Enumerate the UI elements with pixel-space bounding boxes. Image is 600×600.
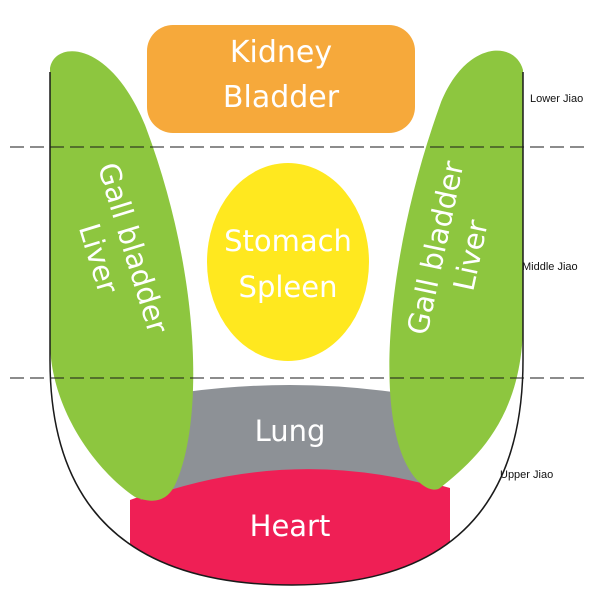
stomach-spleen-region	[207, 163, 369, 361]
bladder-label: Bladder	[223, 80, 340, 115]
left-gallbladder-liver-region	[50, 51, 194, 501]
kidney-label: Kidney	[230, 35, 332, 70]
stomach-label: Stomach	[224, 224, 352, 258]
middle-jiao-label: Middle Jiao	[522, 261, 578, 273]
tongue-outline	[49, 72, 524, 586]
upper-jiao-label: Upper Jiao	[500, 469, 553, 481]
lung-region	[140, 385, 440, 500]
kidney-bladder-region	[147, 25, 415, 133]
right-gallbladder-liver-region	[389, 50, 523, 490]
lung-label: Lung	[255, 414, 326, 448]
heart-region	[130, 466, 450, 585]
lower-jiao-label: Lower Jiao	[530, 93, 583, 105]
spleen-label: Spleen	[239, 270, 338, 304]
heart-label: Heart	[250, 509, 331, 543]
